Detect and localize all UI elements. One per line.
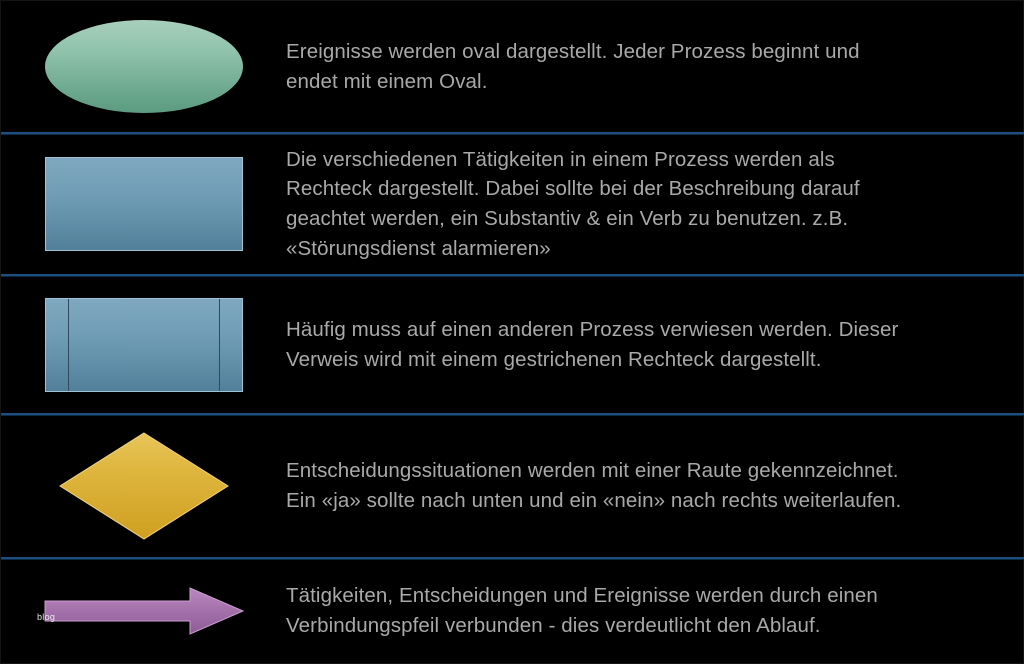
legend-row-diamond: Entscheidungssituationen werden mit eine… bbox=[1, 415, 1024, 557]
legend-row-predefined-process: Häufig muss auf einen anderen Prozess ve… bbox=[1, 276, 1024, 413]
row-divider bbox=[1, 557, 1024, 559]
description-line: Verweis wird mit einem gestrichenen Rech… bbox=[286, 347, 822, 371]
row-divider bbox=[1, 413, 1024, 415]
description-line: Ein «ja» sollte nach unten und ein «nein… bbox=[286, 489, 902, 512]
description-predefined-process: Häufig muss auf einen anderen Prozess ve… bbox=[286, 315, 1024, 374]
description-line: «Störungsdienst alarmieren» bbox=[286, 236, 551, 260]
predefined-process-shape bbox=[44, 297, 243, 392]
description-line: Verbindungspfeil verbunden - dies verdeu… bbox=[286, 614, 821, 637]
description-line: Rechteck dargestellt. Dabei sollte bei d… bbox=[286, 177, 860, 201]
shape-cell-predefined-process bbox=[1, 297, 286, 392]
shape-cell-arrow bbox=[1, 587, 286, 635]
oval-shape bbox=[44, 20, 243, 113]
shape-cell-diamond bbox=[1, 432, 286, 540]
predefined-process-left-bar bbox=[67, 298, 69, 391]
description-line: Entscheidungssituationen werden mit eine… bbox=[286, 459, 899, 483]
legend-row-oval: Ereignisse werden oval dargestellt. Jede… bbox=[1, 1, 1024, 132]
description-oval: Ereignisse werden oval dargestellt. Jede… bbox=[286, 37, 1024, 96]
row-divider bbox=[1, 132, 1024, 134]
predefined-process-right-bar bbox=[218, 298, 220, 391]
description-line: endet mit einem Oval. bbox=[286, 69, 488, 93]
legend-row-rectangle: Die verschiedenen Tätigkeiten in einem P… bbox=[1, 134, 1024, 274]
rectangle-shape bbox=[44, 157, 243, 251]
description-line: geachtet werden, ein Substantiv & ein Ve… bbox=[286, 207, 849, 230]
row-divider bbox=[1, 274, 1024, 276]
shape-cell-oval bbox=[1, 20, 286, 113]
description-rectangle: Die verschiedenen Tätigkeiten in einem P… bbox=[286, 145, 1024, 263]
description-arrow: Tätigkeiten, Entscheidungen und Ereignis… bbox=[286, 581, 1024, 640]
description-line: Häufig muss auf einen anderen Prozess ve… bbox=[286, 317, 899, 341]
description-line: Tätigkeiten, Entscheidungen und Ereignis… bbox=[286, 584, 878, 608]
description-line: Ereignisse werden oval dargestellt. Jede… bbox=[286, 39, 860, 63]
shape-cell-rectangle bbox=[1, 157, 286, 251]
legend-row-arrow: Tätigkeiten, Entscheidungen und Ereignis… bbox=[1, 559, 1024, 663]
diamond-shape bbox=[58, 432, 229, 540]
description-line: Die verschiedenen Tätigkeiten in einem P… bbox=[286, 147, 835, 171]
arrow-shape bbox=[44, 587, 244, 635]
description-diamond: Entscheidungssituationen werden mit eine… bbox=[286, 456, 1024, 515]
watermark-label: blog bbox=[37, 612, 56, 622]
